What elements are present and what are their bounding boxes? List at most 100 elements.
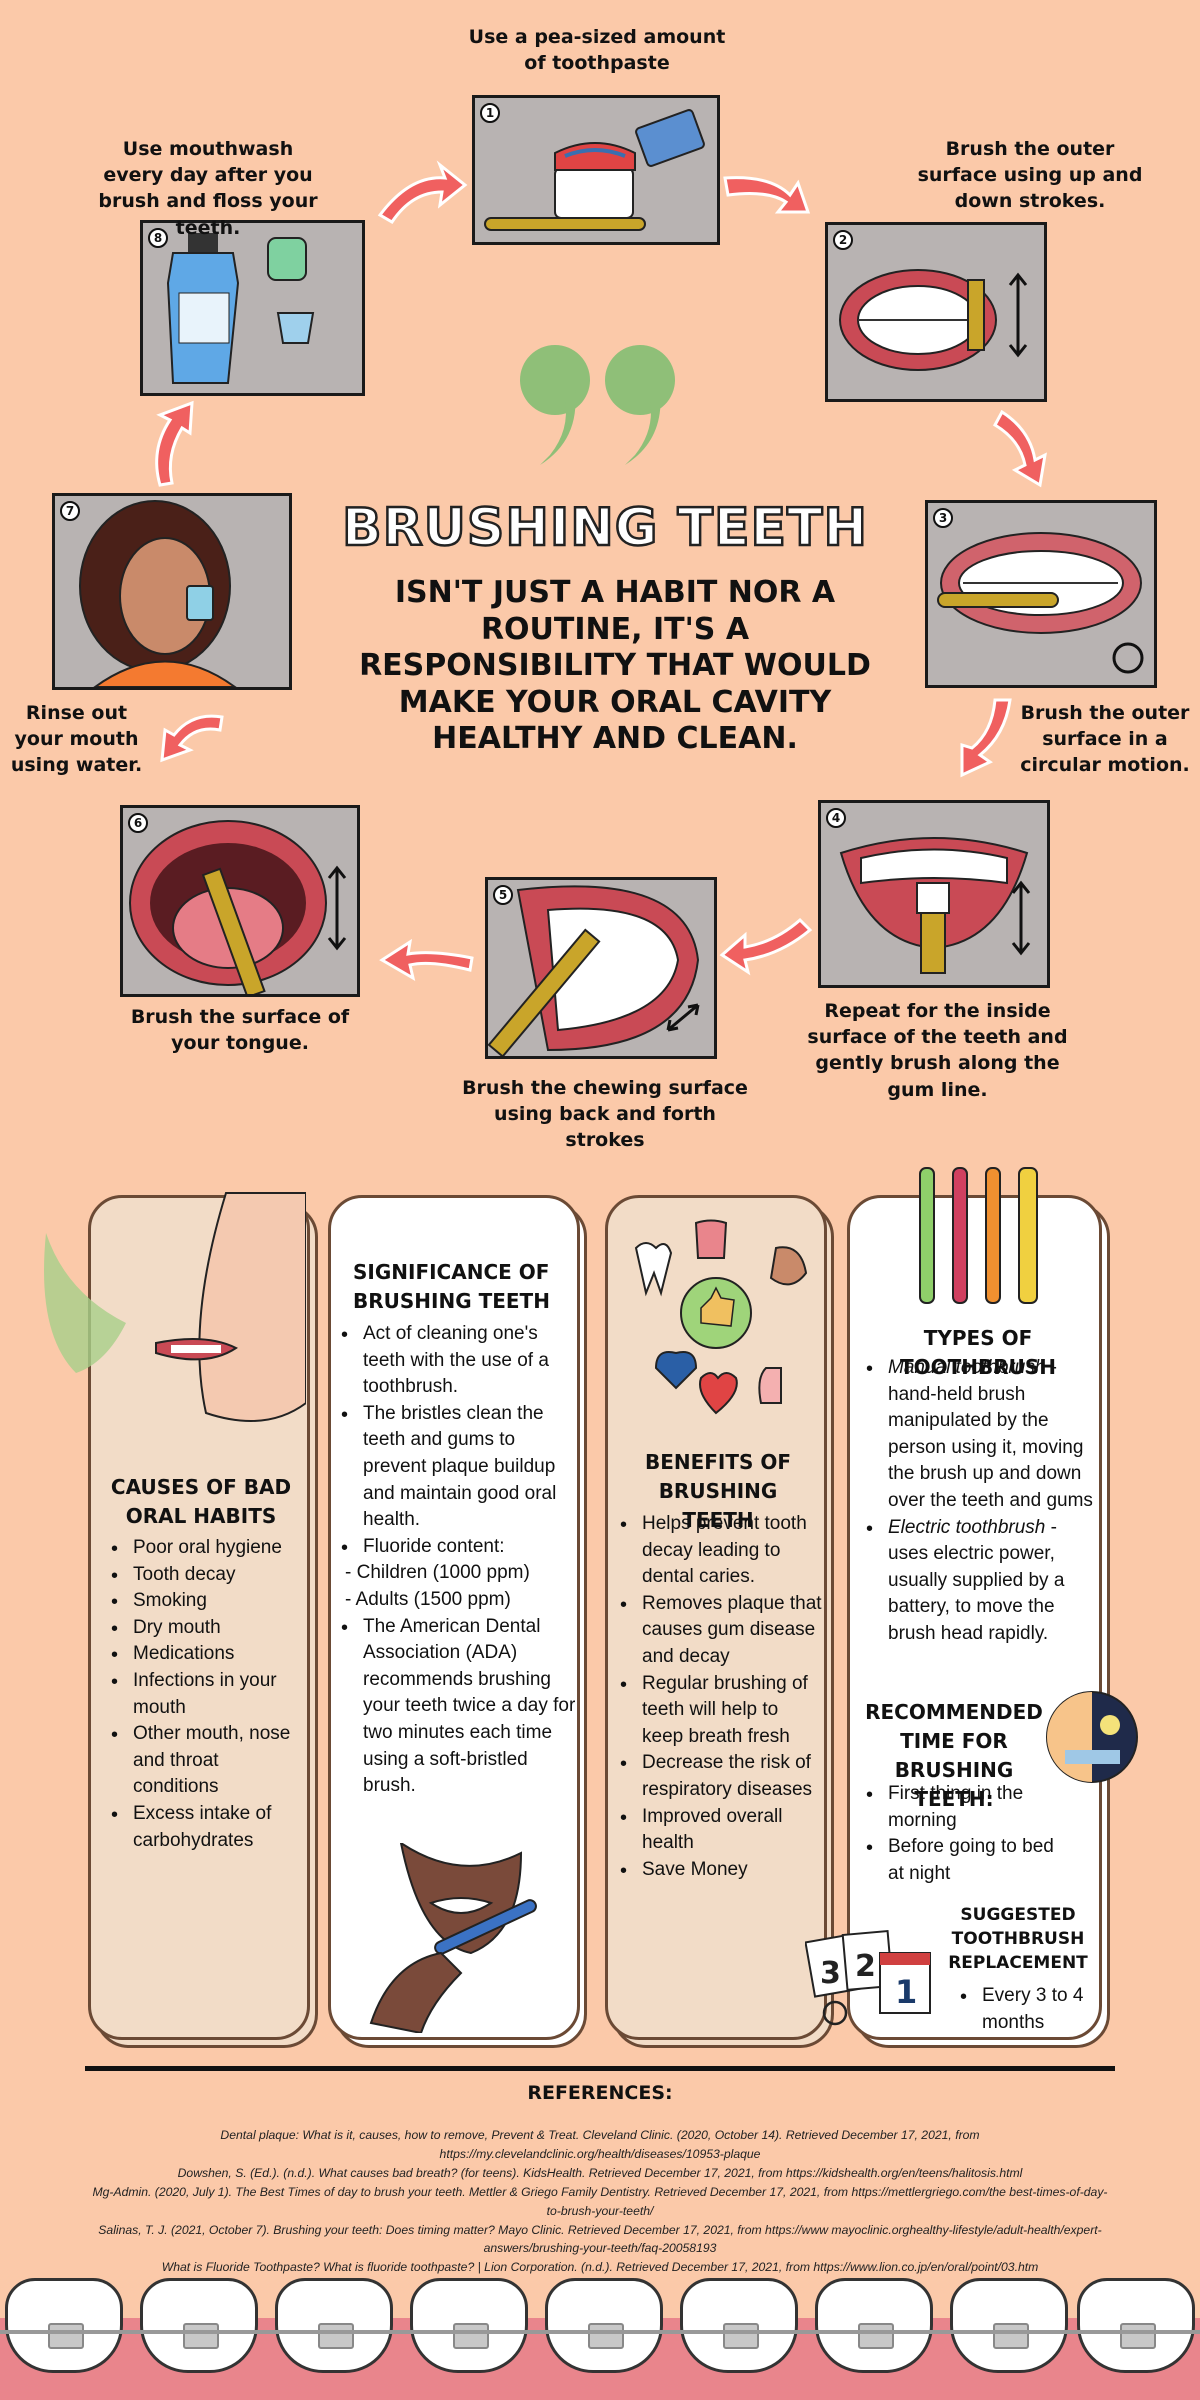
brace-bracket-icon xyxy=(318,2323,354,2349)
reference-line: Mg-Admin. (2020, July 1). The Best Times… xyxy=(92,2184,1108,2218)
arrow-icon xyxy=(719,917,813,976)
step-3-caption: Brush the outer surface in a circular mo… xyxy=(1020,702,1190,777)
list-item: Infections in your mouth xyxy=(109,1668,304,1721)
list-item: Regular brushing of teeth will help to k… xyxy=(618,1671,823,1751)
arrow-icon xyxy=(160,714,224,763)
references-title: REFERENCES: xyxy=(527,2082,673,2104)
arrow-icon xyxy=(379,938,474,982)
quote-icon xyxy=(520,345,675,465)
step-number: 8 xyxy=(148,228,168,248)
list-item: The bristles clean the teeth and gums to… xyxy=(339,1401,577,1534)
main-title: BRUSHING TEETH xyxy=(341,497,869,560)
person-rinsing-icon xyxy=(79,500,239,688)
list-item: Tooth decay xyxy=(109,1562,304,1590)
causes-list: Poor oral hygiene Tooth decay Smoking Dr… xyxy=(109,1535,304,1854)
brace-bracket-icon xyxy=(588,2323,624,2349)
list-item: Save Money xyxy=(618,1857,823,1885)
toothbrush-paste-icon xyxy=(484,109,705,231)
tooth-icon xyxy=(950,2278,1068,2373)
benefits-list: Helps prevent tooth decay leading to den… xyxy=(618,1511,823,1885)
list-item: Poor oral hygiene xyxy=(109,1535,304,1563)
tooth-icon xyxy=(275,2278,393,2373)
list-item: Smoking xyxy=(109,1588,304,1616)
arrow-icon xyxy=(155,400,194,487)
brushing-mouth-hand-icon xyxy=(369,1843,537,2033)
step-2-illustration: 2 xyxy=(825,222,1047,402)
list-item: Improved overall health xyxy=(618,1804,823,1857)
mouthwash-floss-icon xyxy=(166,233,315,384)
benefits-card: BENEFITS OF BRUSHING TEETH Helps prevent… xyxy=(605,1195,827,2040)
list-item: The American Dental Association (ADA) re… xyxy=(339,1614,577,1800)
reference-line: Dowshen, S. (Ed.). (n.d.). What causes b… xyxy=(177,2165,1023,2180)
list-item: Excess intake of carbohydrates xyxy=(109,1801,304,1854)
tooth-icon xyxy=(815,2278,933,2373)
step-5-caption: Brush the chewing surface using back and… xyxy=(462,1077,748,1152)
brace-bracket-icon xyxy=(1120,2323,1156,2349)
tooth-icon xyxy=(140,2278,258,2373)
tooth-icon xyxy=(545,2278,663,2373)
brace-bracket-icon xyxy=(858,2323,894,2349)
calendar-digit-3: 3 xyxy=(820,1956,841,1991)
list-item: First thing in the morning xyxy=(864,1781,1074,1834)
electric-toothbrush-item: Electric toothbrush - uses electric powe… xyxy=(864,1515,1099,1648)
references-list: Dental plaque: What is it, causes, how t… xyxy=(90,2126,1110,2277)
types-card: TYPES OF TOOTHBRUSH Manual toothbrush - … xyxy=(805,1167,1138,2040)
step-number: 5 xyxy=(493,885,513,905)
toothbrushes-icon xyxy=(919,1167,1038,1304)
night-morning-icon xyxy=(1046,1691,1138,1783)
main-tagline: ISN'T JUST A HABIT NOR A ROUTINE, IT'S A… xyxy=(359,575,871,757)
list-item: Removes plaque that causes gum disease a… xyxy=(618,1591,823,1671)
arrow-icon xyxy=(723,176,811,214)
health-benefits-icon xyxy=(634,1219,808,1415)
brace-bracket-icon xyxy=(48,2323,84,2349)
types-list: Manual toothbrush - hand-held brush mani… xyxy=(864,1355,1099,1648)
step-6-caption: Brush the surface of your tongue. xyxy=(130,1006,350,1055)
manual-term: Manual toothbrush xyxy=(888,1357,1046,1378)
calendar-digit-2: 2 xyxy=(855,1949,876,1984)
step-1-illustration: 1 xyxy=(472,95,720,245)
electric-term: Electric toothbrush xyxy=(888,1516,1046,1538)
step-3-illustration: 3 xyxy=(925,500,1157,688)
step-number: 1 xyxy=(480,103,500,123)
mouth-gumline-icon xyxy=(839,837,1031,974)
step-6-illustration: 6 xyxy=(120,805,360,999)
electric-desc: - uses electric power, usually supplied … xyxy=(888,1516,1065,1644)
list-item: Act of cleaning one's teeth with the use… xyxy=(339,1321,577,1401)
list-item: - Children (1000 ppm) xyxy=(345,1562,530,1584)
tooth-icon xyxy=(1077,2278,1195,2373)
arrow-icon xyxy=(993,409,1047,488)
step-number: 7 xyxy=(60,501,80,521)
tooth-icon xyxy=(680,2278,798,2373)
step-8-illustration: 8 xyxy=(140,220,365,396)
step-number: 2 xyxy=(833,230,853,250)
manual-toothbrush-item: Manual toothbrush - hand-held brush mani… xyxy=(864,1355,1099,1515)
list-item: Every 3 to 4 months xyxy=(958,1983,1098,2036)
calendar-digit-1: 1 xyxy=(895,1973,917,2011)
replacement-list: Every 3 to 4 months xyxy=(958,1983,1098,2036)
reference-line: Salinas, T. J. (2021, October 7). Brushi… xyxy=(98,2222,1102,2256)
reference-line: What is Fluoride Toothpaste? What is flu… xyxy=(161,2260,1039,2275)
divider xyxy=(85,2066,1115,2071)
step-number: 6 xyxy=(128,813,148,833)
mouth-brushing-circular-icon xyxy=(937,532,1144,674)
mouth-brushing-updown-icon xyxy=(839,269,1028,371)
significance-card: SIGNIFICANCE OF BRUSHING TEETH Act of cl… xyxy=(328,1195,580,2040)
arrow-icon xyxy=(960,698,1012,778)
step-4-caption: Repeat for the inside surface of the tee… xyxy=(807,1000,1068,1101)
brace-bracket-icon xyxy=(723,2323,759,2349)
list-item: Medications xyxy=(109,1641,304,1669)
causes-card: CAUSES OF BAD ORAL HABITS Poor oral hygi… xyxy=(44,1192,310,2040)
time-list: First thing in the morning Before going … xyxy=(864,1781,1074,1887)
step-number: 4 xyxy=(826,808,846,828)
step-2-caption: Brush the outer surface using up and dow… xyxy=(917,138,1143,213)
chewing-surface-icon xyxy=(487,885,700,1058)
arrow-icon xyxy=(377,160,468,225)
step-number: 3 xyxy=(933,508,953,528)
brace-wire xyxy=(0,2330,1200,2334)
list-item: Other mouth, nose and throat conditions xyxy=(109,1721,304,1801)
brace-bracket-icon xyxy=(993,2323,1029,2349)
list-item: Decrease the risk of respiratory disease… xyxy=(618,1750,823,1803)
step-7-illustration: 7 xyxy=(52,493,292,690)
step-1-caption: Use a pea-sized amount of toothpaste xyxy=(468,26,726,75)
list-item: Helps prevent tooth decay leading to den… xyxy=(618,1511,823,1591)
